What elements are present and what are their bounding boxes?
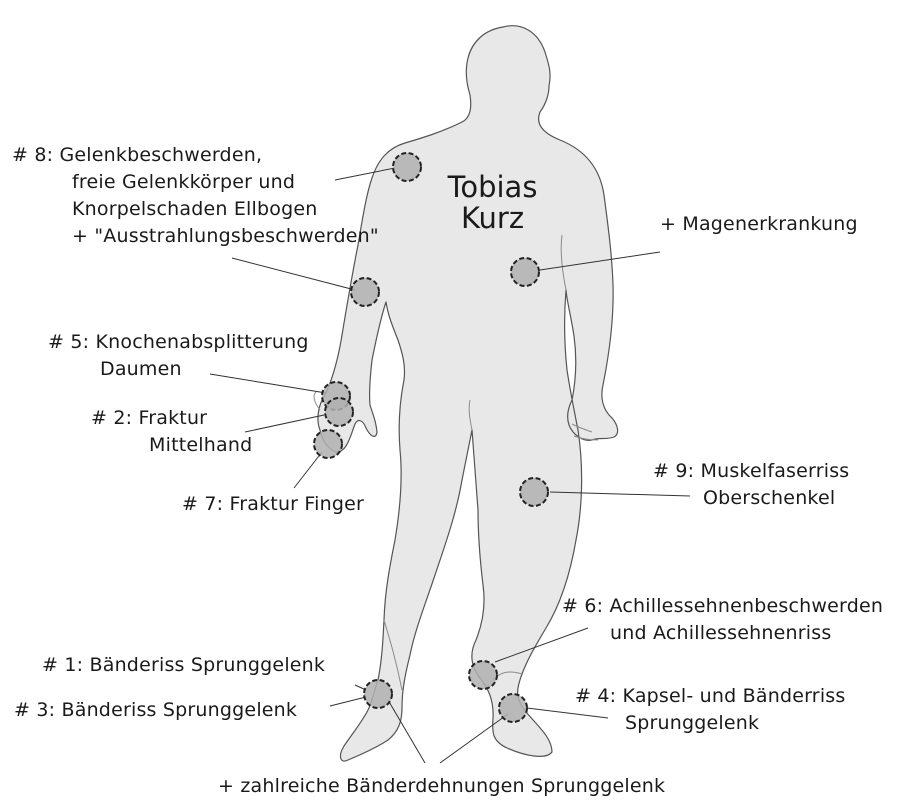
annotation-6-line-1: # 6: Achillessehnenbeschwerden: [562, 593, 883, 620]
patient-name: Tobias Kurz: [430, 172, 555, 234]
annotation-2-line-2: Mittelhand: [91, 432, 252, 459]
annotation-8-line-1: # 8: Gelenkbeschwerden,: [12, 142, 379, 169]
annotation-5-line-2: Daumen: [48, 356, 338, 383]
annotation-1: # 1: Bänderiss Sprunggelenk: [42, 652, 325, 679]
annotation-4: # 4: Kapsel- und Bänderriss Sprunggelenk: [575, 683, 846, 737]
marker-shoulder: [393, 153, 421, 181]
annotation-7-line-1: # 7: Fraktur Finger: [182, 491, 364, 518]
annotation-3: # 3: Bänderiss Sprunggelenk: [14, 697, 297, 724]
annotation-1-line-1: # 1: Bänderiss Sprunggelenk: [42, 652, 325, 679]
leader-line-3: [330, 697, 366, 706]
patient-first-name: Tobias: [430, 172, 555, 203]
annotation-2-line-1: # 2: Fraktur: [91, 405, 252, 432]
annotation-9-line-2: Oberschenkel: [653, 485, 849, 512]
annotation-3-line-1: # 3: Bänderiss Sprunggelenk: [14, 697, 297, 724]
annotation-magen: + Magenerkrankung: [660, 211, 858, 238]
marker-ankle-right: [499, 694, 527, 722]
leader-line-8-lower: [232, 258, 355, 290]
marker-thigh: [520, 478, 548, 506]
leader-line-7: [294, 452, 322, 488]
annotation-8-line-4: + "Ausstrahlungsbeschwerden": [12, 223, 379, 250]
annotation-7: # 7: Fraktur Finger: [182, 491, 364, 518]
annotation-8-line-2: freie Gelenkkörper und: [12, 169, 379, 196]
marker-ankle-left: [364, 680, 392, 708]
leader-line-2: [245, 415, 324, 432]
annotation-4-line-2: Sprunggelenk: [575, 710, 846, 737]
annotation-magen-line-1: + Magenerkrankung: [660, 211, 858, 238]
annotation-2: # 2: Fraktur Mittelhand: [91, 405, 252, 459]
annotation-baender: + zahlreiche Bänderdehnungen Sprunggelen…: [218, 773, 665, 800]
annotation-6: # 6: Achillessehnenbeschwerden und Achil…: [562, 593, 883, 647]
annotation-8: # 8: Gelenkbeschwerden, freie Gelenkkörp…: [12, 142, 379, 250]
marker-stomach: [511, 258, 539, 286]
annotation-6-line-2: und Achillessehnenriss: [562, 620, 883, 647]
body-silhouette: [318, 26, 618, 761]
annotation-8-line-3: Knorpelschaden Ellbogen: [12, 196, 379, 223]
annotation-9: # 9: Muskelfaserriss Oberschenkel: [653, 458, 849, 512]
marker-finger: [314, 430, 342, 458]
marker-elbow: [351, 278, 379, 306]
annotation-4-line-1: # 4: Kapsel- und Bänderriss: [575, 683, 846, 710]
marker-hand: [325, 398, 353, 426]
annotation-5: # 5: Knochenabsplitterung Daumen: [48, 329, 338, 383]
patient-last-name: Kurz: [430, 203, 555, 234]
annotation-5-line-1: # 5: Knochenabsplitterung: [48, 329, 338, 356]
annotation-baender-line-1: + zahlreiche Bänderdehnungen Sprunggelen…: [218, 773, 665, 800]
annotation-9-line-1: # 9: Muskelfaserriss: [653, 458, 849, 485]
marker-achilles: [469, 661, 497, 689]
